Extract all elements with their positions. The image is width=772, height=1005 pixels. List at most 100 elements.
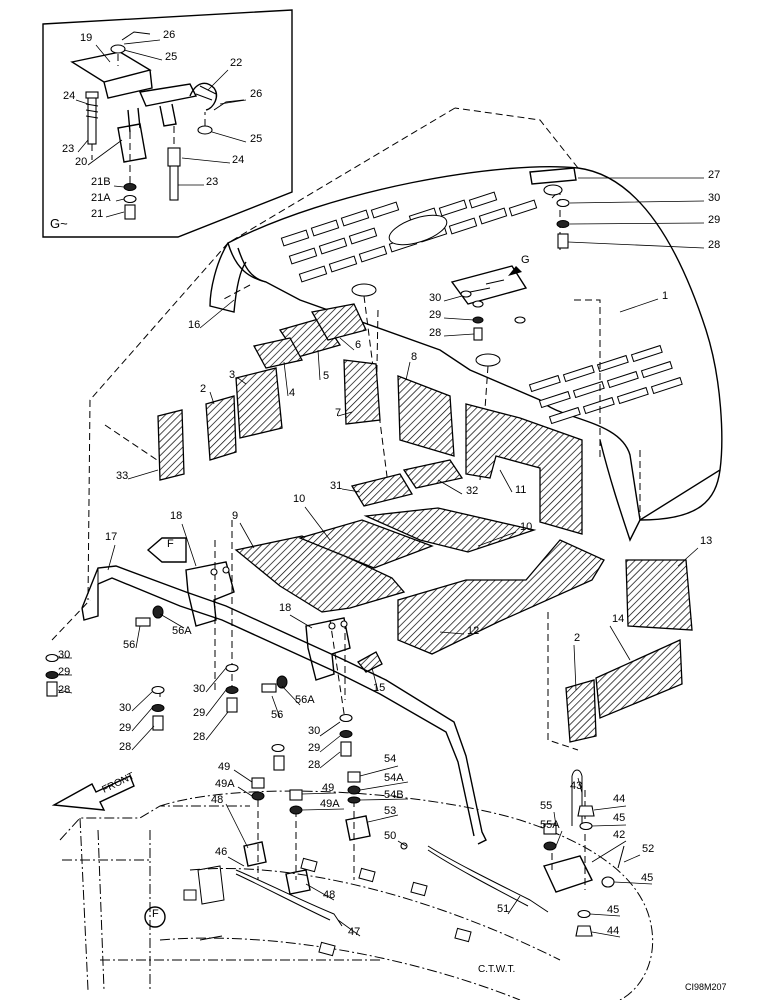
callout-48: 48: [211, 794, 223, 806]
harness-47: [235, 869, 343, 927]
rod-23-left: [87, 95, 97, 145]
callout-F: F: [167, 538, 174, 550]
pad-14: [595, 639, 683, 719]
assembly-lines: [51, 107, 680, 890]
callout-11: 11: [515, 484, 526, 496]
callout-30: 30: [58, 649, 70, 661]
pin-26-right: [213, 99, 245, 111]
vent-slots-top: [280, 191, 538, 283]
callout-27: 27: [708, 169, 720, 181]
callout-49A: 49A: [320, 798, 340, 810]
callout-28: 28: [119, 741, 131, 753]
callout-10: 10: [520, 521, 532, 533]
bracket-48-bottom: [285, 869, 311, 895]
callout-2: 2: [574, 632, 580, 644]
callout-18: 18: [170, 510, 182, 522]
pad-31: [350, 473, 414, 507]
callout-10: 10: [293, 493, 305, 505]
callout-23: 23: [206, 176, 218, 188]
pad-2-right: [565, 679, 597, 743]
callout-44: 44: [613, 793, 625, 805]
callout-42: 42: [613, 829, 625, 841]
callout-54A: 54A: [384, 772, 404, 784]
pad-4: [253, 337, 303, 369]
chassis-lower: [51, 769, 654, 1001]
callout-4: 4: [289, 387, 295, 399]
callout-15: 15: [373, 682, 385, 694]
callout-29: 29: [58, 666, 70, 678]
pad-10-left: [298, 519, 434, 569]
callout-49: 49: [322, 782, 334, 794]
callout-26: 26: [163, 29, 175, 41]
pad-7: [343, 359, 381, 425]
callout-54B: 54B: [384, 789, 404, 801]
spring-24: [167, 147, 181, 167]
pin-26-top: [121, 31, 151, 41]
callout-8: 8: [411, 351, 417, 363]
callout-46: 46: [215, 846, 227, 858]
front-arrow: [51, 775, 135, 811]
callout-52: 52: [642, 843, 654, 855]
callout-18: 18: [279, 602, 291, 614]
pad-32: [402, 459, 464, 489]
pad-33: [157, 409, 185, 481]
callout-26: 26: [250, 88, 262, 100]
pad-11: [465, 403, 583, 535]
cable-51: [427, 845, 549, 913]
callout-30: 30: [429, 292, 441, 304]
callout-56: 56: [271, 709, 283, 721]
callout-45: 45: [613, 812, 625, 824]
ctwt-label: C.T.W.T.: [478, 964, 515, 975]
latch-22: [189, 82, 218, 111]
callout-28: 28: [708, 239, 720, 251]
front-label: FRONT: [100, 771, 136, 796]
callout-28: 28: [429, 327, 441, 339]
callout-51: 51: [497, 903, 509, 915]
nut-25-right: [197, 125, 213, 135]
callout-2: 2: [200, 383, 206, 395]
callout-F: F: [152, 908, 159, 920]
callout-53: 53: [384, 805, 396, 817]
bracket-19: [70, 51, 153, 99]
callout-21: 21: [91, 208, 103, 220]
callout-23: 23: [62, 143, 74, 155]
cover-top: [227, 166, 723, 522]
insulation-pads: [157, 303, 693, 743]
callout-G: G: [521, 254, 530, 266]
callout-12: 12: [467, 625, 479, 637]
callout-44: 44: [607, 925, 619, 937]
pad-6: [310, 303, 367, 341]
callout-14: 14: [612, 613, 624, 625]
drawing-code: CI98M207: [685, 982, 727, 992]
pad-12: [397, 539, 605, 655]
bracket-27: [529, 167, 577, 185]
callout-31: 31: [330, 480, 342, 492]
callout-55A: 55A: [540, 819, 560, 831]
callout-22: 22: [230, 57, 242, 69]
callout-24: 24: [63, 90, 75, 102]
callout-48: 48: [323, 889, 335, 901]
callout-49: 49: [218, 761, 230, 773]
support-frame-17: [81, 561, 487, 845]
callout-3: 3: [229, 369, 235, 381]
callout-21B: 21B: [91, 176, 111, 188]
callout-25: 25: [165, 51, 177, 63]
leader-lines: [57, 39, 705, 938]
callout-30: 30: [308, 725, 320, 737]
bolt-56-right: [261, 683, 277, 693]
callout-29: 29: [308, 742, 320, 754]
pad-2-left: [205, 395, 237, 461]
hardware-stacks: [45, 167, 577, 771]
callout-29: 29: [119, 722, 131, 734]
callout-28: 28: [193, 731, 205, 743]
bracket-48-top: [243, 841, 267, 867]
view-f-marker-top: [146, 537, 187, 563]
callout-29: 29: [708, 214, 720, 226]
callout-17: 17: [105, 531, 117, 543]
callout-45: 45: [641, 872, 653, 884]
callout-49A: 49A: [215, 778, 235, 790]
callout-5: 5: [323, 370, 329, 382]
